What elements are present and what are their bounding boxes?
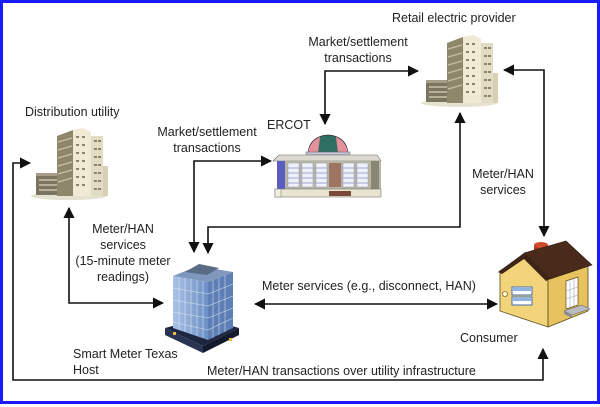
retail-electric-provider-icon (421, 35, 498, 107)
edge-rep-consumer (502, 64, 550, 238)
distribution-utility-label: Distribution utility (25, 105, 120, 119)
edge-label-smt-ercot: Market/settlement transactions (151, 124, 263, 156)
edge-utility-smt (63, 206, 165, 309)
edge-label-rep-consumer: Meter/HAN services (463, 166, 543, 198)
smart-meter-texas-label-line1: Smart Meter Texas (73, 347, 178, 361)
smart-meter-texas-label-line2: Host (73, 363, 99, 377)
smart-meter-texas-icon (165, 264, 239, 353)
edge-label-smt-ercot-line1: Market/settlement (157, 125, 257, 139)
edge-label-ercot-rep: Market/settlement transactions (303, 34, 413, 66)
ercot-icon (272, 134, 382, 198)
edge-label-ercot-rep-line1: Market/settlement (308, 35, 408, 49)
edge-label-rep-consumer-line1: Meter/HAN (472, 167, 534, 181)
edge-label-utility-smt-line1: Meter/HAN (92, 222, 154, 236)
edge-utility-consumer (12, 157, 549, 381)
retail-electric-provider-label: Retail electric provider (392, 11, 516, 25)
edge-label-utility-smt-line4: readings) (96, 270, 150, 284)
edge-label-smt-consumer: Meter services (e.g., disconnect, HAN) (262, 279, 476, 293)
edge-label-utility-smt-line2: services (100, 238, 146, 252)
diagram-canvas (12, 35, 593, 381)
edge-label-ercot-rep-line2: transactions (324, 51, 392, 65)
distribution-utility-icon (31, 128, 108, 200)
edge-label-smt-ercot-line2: transactions (173, 141, 241, 155)
edge-label-utility-consumer: Meter/HAN transactions over utility infr… (207, 364, 476, 378)
ercot-label: ERCOT (267, 118, 311, 132)
edge-smt-ercot (188, 155, 273, 254)
edge-label-rep-consumer-line2: services (480, 183, 526, 197)
consumer-house-icon (498, 240, 593, 328)
edge-label-utility-smt: Meter/HAN services (15-minute meter read… (67, 221, 179, 285)
edge-smt-rep (202, 111, 466, 255)
consumer-label: Consumer (460, 331, 518, 345)
edge-ercot-rep (319, 65, 420, 126)
edge-label-utility-smt-line3: (15-minute meter (75, 254, 171, 268)
